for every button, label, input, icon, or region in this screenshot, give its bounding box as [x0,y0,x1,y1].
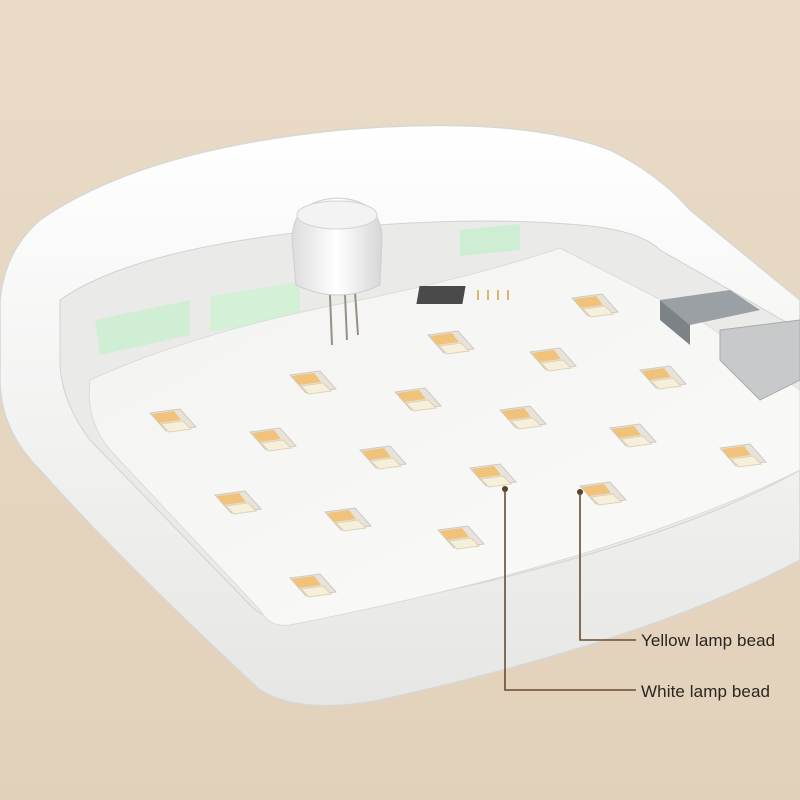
yellow-lamp-bead [642,368,671,380]
yellow-lamp-bead [292,373,321,385]
yellow-lamp-bead [362,448,391,460]
yellow-lamp-bead [582,484,611,496]
yellow-lamp-bead [532,350,561,362]
lamp-bead-pair [469,463,517,488]
yellow-lamp-bead [502,408,531,420]
pin-header [416,286,509,304]
white-lamp-bead [224,502,258,515]
lamp-bead-pair [719,443,767,468]
lamp-bead-pair [529,347,577,372]
lamp-bead-pair [249,427,297,452]
white-lamp-bead [334,519,368,532]
yellow-lamp-bead [327,510,356,522]
yellow-lamp-bead [440,528,469,540]
white-lamp-bead [649,377,683,390]
callout-yellow-lamp-bead: Yellow lamp bead [641,631,776,650]
yellow-lamp-bead [292,576,321,588]
usb-port [660,290,760,345]
circuit-board [88,247,800,626]
lamp-bead-pair [359,445,407,470]
lamp-bead-pair [499,405,547,430]
lamp-bead-pair [394,387,442,412]
motion-sensor-dome [291,197,383,346]
white-lamp-bead [509,417,543,430]
white-lamp-bead [369,457,403,470]
lamp-bead-pair [571,293,619,318]
white-lamp-bead [729,455,763,468]
white-lamp-bead [299,585,333,598]
yellow-lamp-bead [574,296,603,308]
lamp-bead-pair [289,370,337,395]
yellow-lamp-bead [430,333,459,345]
callout-white-lamp-bead: White lamp bead [641,682,771,701]
white-lamp-bead [589,493,623,506]
lamp-bead-pair [149,408,197,433]
yellow-lamp-bead [152,411,181,423]
white-lamp-bead [539,359,573,372]
white-lamp-bead [619,435,653,448]
white-lamp-bead [447,537,481,550]
yellow-lamp-bead [252,430,281,442]
yellow-lamp-bead [397,390,426,402]
white-lamp-bead [437,342,471,355]
yellow-lamp-bead [612,426,641,438]
white-lamp-bead [159,420,193,433]
white-lamp-bead [581,305,615,318]
white-lamp-bead [259,439,293,452]
yellow-lamp-bead [722,446,751,458]
lamp-bead-pair [579,481,627,506]
callout-lines [502,486,636,691]
yellow-lamp-bead [472,466,501,478]
lamp-bead-pair [289,573,337,598]
white-lamp-bead [404,399,438,412]
yellow-lamp-bead [217,493,246,505]
lamp-bead-pair [437,525,485,550]
lamp-bead-pair [214,490,262,515]
white-lamp-bead [299,382,333,395]
white-lamp-bead [479,475,513,488]
lamp-bead-pair [609,423,657,448]
lamp-bead-pair [639,365,687,390]
lamp-bead-pair [427,330,475,355]
lamp-bead-pair [324,507,372,532]
led-array [149,293,767,598]
switch-block [719,319,800,401]
